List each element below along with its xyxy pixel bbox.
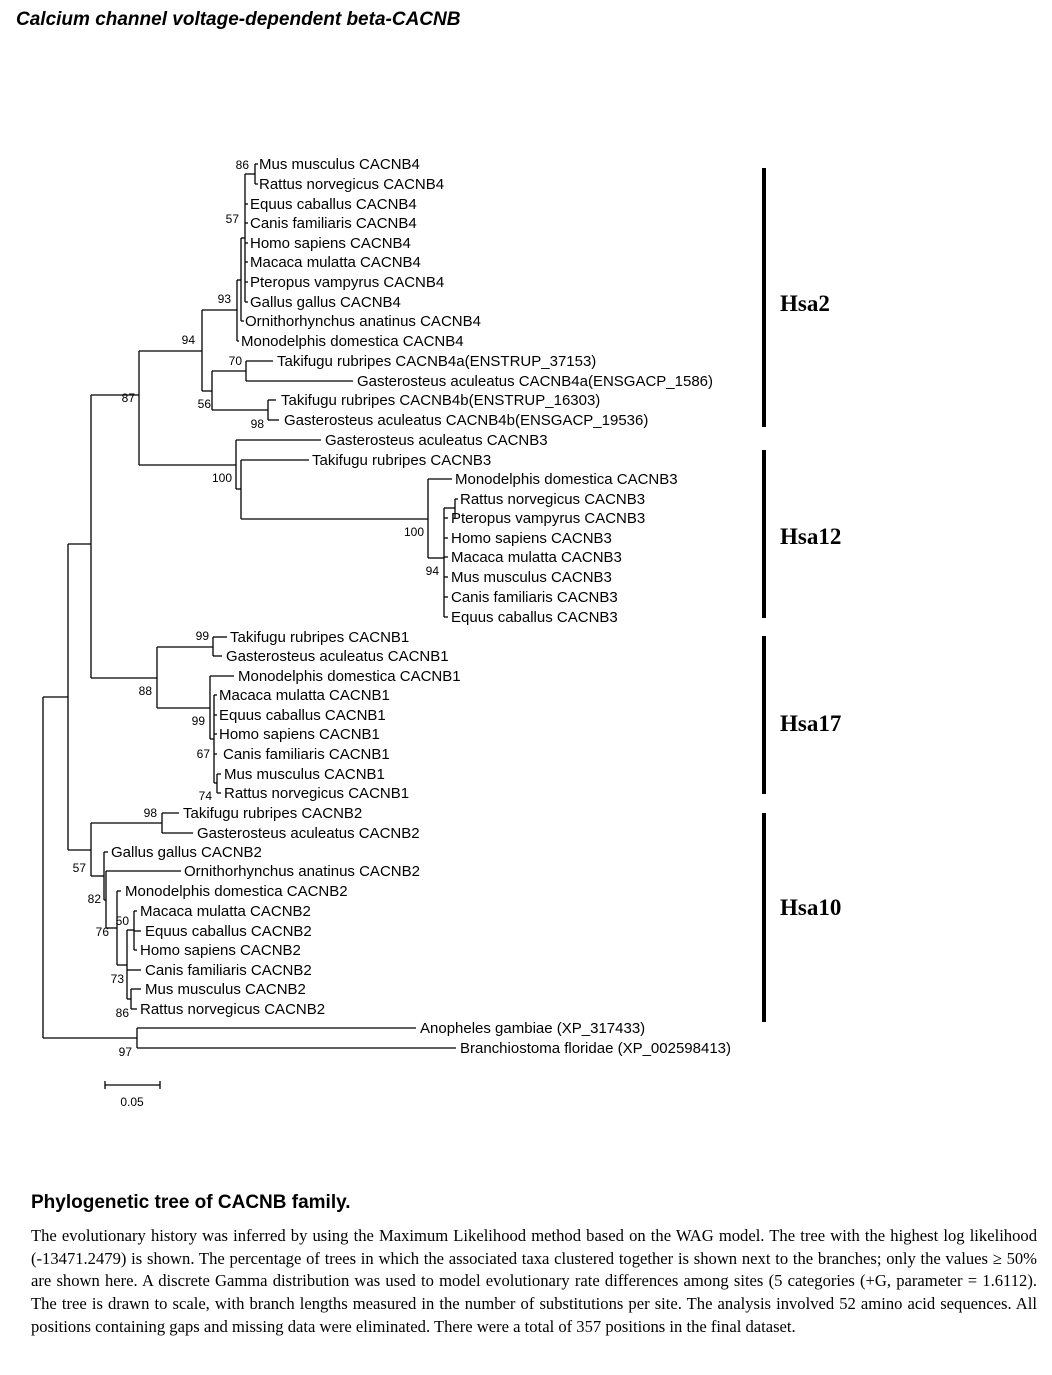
bootstrap-values: 86 57 93 70 98 56 94 94 100 100 87 99 74 67 99 88 98 50 86… <box>73 158 440 1059</box>
bootstrap-b1-all: 88 <box>139 684 153 698</box>
taxon-label-cacnb4-rattus: Rattus norvegicus CACNB4 <box>259 176 444 193</box>
bootstrap-b2-inner: 73 <box>111 972 125 986</box>
taxon-label-cacnb1-rattus: Rattus norvegicus CACNB1 <box>224 785 409 802</box>
bootstrap-b4-mus-rattus: 86 <box>236 158 250 172</box>
taxon-label-cacnb4-canis: Canis familiaris CACNB4 <box>250 215 417 232</box>
taxon-label-cacnb2-equus: Equus caballus CACNB2 <box>145 923 312 940</box>
taxon-label-cacnb4-gallus: Gallus gallus CACNB4 <box>250 294 401 311</box>
bootstrap-b4-mammals: 57 <box>226 212 240 226</box>
taxon-label-cacnb2-ornithorhynchus: Ornithorhynchus anatinus CACNB2 <box>184 863 420 880</box>
group-label-hsa17: Hsa17 <box>780 711 841 736</box>
taxon-label-cacnb4b-takifugu: Takifugu rubripes CACNB4b(ENSTRUP_16303) <box>281 392 600 409</box>
taxon-label-cacnb4-homo: Homo sapiens CACNB4 <box>250 235 411 252</box>
taxon-label-cacnb3-pteropus: Pteropus vampyrus CACNB3 <box>451 510 645 527</box>
bootstrap-b2-mus-rattus: 86 <box>116 1006 130 1020</box>
taxon-label-cacnb3-equus: Equus caballus CACNB3 <box>451 609 618 626</box>
taxon-label-cacnb2-rattus: Rattus norvegicus CACNB2 <box>140 1001 325 1018</box>
tree-branches <box>42 163 458 1049</box>
bootstrap-b4-all: 94 <box>182 333 196 347</box>
taxon-label-cacnb2-mus: Mus musculus CACNB2 <box>145 981 306 998</box>
bootstrap-b3-inner: 94 <box>426 564 440 578</box>
taxon-label-cacnb4-macaca: Macaca mulatta CACNB4 <box>250 254 421 271</box>
bootstrap-outgroup: 97 <box>119 1045 133 1059</box>
taxon-label-cacnb4-mus: Mus musculus CACNB4 <box>259 156 420 173</box>
bootstrap-b3-all: 100 <box>212 471 232 485</box>
taxon-label-cacnb3-homo: Homo sapiens CACNB3 <box>451 530 612 547</box>
taxon-label-cacnb1-gasterosteus: Gasterosteus aculeatus CACNB1 <box>226 648 449 665</box>
taxon-label-cacnb1-mus: Mus musculus CACNB1 <box>224 766 385 783</box>
bootstrap-b1-mammals: 99 <box>192 714 206 728</box>
scale-bar: 0.05 <box>104 1081 161 1109</box>
taxon-label-cacnb3-monodelphis: Monodelphis domestica CACNB3 <box>455 471 678 488</box>
taxon-label-cacnb4b-gasterosteus: Gasterosteus aculeatus CACNB4b(ENSGACP_1… <box>284 412 648 429</box>
taxon-label-cacnb2-gallus: Gallus gallus CACNB2 <box>111 844 262 861</box>
taxon-label-cacnb2-gasterosteus: Gasterosteus aculeatus CACNB2 <box>197 825 420 842</box>
group-label-hsa2: Hsa2 <box>780 291 830 316</box>
taxon-label-cacnb4-monodelphis: Monodelphis domestica CACNB4 <box>241 333 464 350</box>
bootstrap-b4-tetrapods: 93 <box>218 292 232 306</box>
scale-bar-label: 0.05 <box>120 1095 144 1109</box>
taxon-label-cacnb3-gasterosteus: Gasterosteus aculeatus CACNB3 <box>325 432 548 449</box>
taxon-label-anopheles: Anopheles gambiae (XP_317433) <box>420 1020 645 1037</box>
page-title: Calcium channel voltage-dependent beta-C… <box>16 9 461 30</box>
bootstrap-b4a-fish: 70 <box>229 354 243 368</box>
figure-caption: Phylogenetic tree of CACNB family. The e… <box>31 1192 1037 1339</box>
group-label-hsa12: Hsa12 <box>780 524 841 549</box>
taxon-label-cacnb3-rattus: Rattus norvegicus CACNB3 <box>460 491 645 508</box>
taxon-label-cacnb4a-takifugu: Takifugu rubripes CACNB4a(ENSTRUP_37153) <box>277 353 596 370</box>
taxon-label-cacnb3-canis: Canis familiaris CACNB3 <box>451 589 618 606</box>
taxon-label-cacnb2-homo: Homo sapiens CACNB2 <box>140 942 301 959</box>
taxon-label-cacnb2-canis: Canis familiaris CACNB2 <box>145 962 312 979</box>
bootstrap-b4-fish-ab: 56 <box>198 397 212 411</box>
bootstrap-b4-b3: 87 <box>122 391 136 405</box>
group-label-hsa10: Hsa10 <box>780 895 841 920</box>
caption-title: Phylogenetic tree of CACNB family. <box>31 1192 351 1213</box>
taxon-label-cacnb2-macaca: Macaca mulatta CACNB2 <box>140 903 311 920</box>
taxon-label-branchiostoma: Branchiostoma floridae (XP_002598413) <box>460 1040 731 1057</box>
bootstrap-b2-macaca-equus: 50 <box>116 914 130 928</box>
taxon-label-cacnb1-equus: Equus caballus CACNB1 <box>219 707 386 724</box>
taxon-label-cacnb4-pteropus: Pteropus vampyrus CACNB4 <box>250 274 444 291</box>
taxon-label-cacnb3-macaca: Macaca mulatta CACNB3 <box>451 549 622 566</box>
taxon-label-cacnb3-takifugu: Takifugu rubripes CACNB3 <box>312 452 491 469</box>
bootstrap-b4b-fish: 98 <box>251 417 265 431</box>
taxon-label-cacnb4-ornithorhynchus: Ornithorhynchus anatinus CACNB4 <box>245 313 481 330</box>
taxon-label-cacnb1-monodelphis: Monodelphis domestica CACNB1 <box>238 668 461 685</box>
bootstrap-b1-inner: 67 <box>197 747 211 761</box>
taxon-label-cacnb1-canis: Canis familiaris CACNB1 <box>223 746 390 763</box>
bootstrap-b2-fish: 98 <box>144 806 158 820</box>
taxon-label-cacnb1-takifugu: Takifugu rubripes CACNB1 <box>230 629 409 646</box>
taxon-label-cacnb4-equus: Equus caballus CACNB4 <box>250 196 417 213</box>
bootstrap-b2-mammals: 76 <box>96 925 110 939</box>
taxon-label-cacnb2-monodelphis: Monodelphis domestica CACNB2 <box>125 883 348 900</box>
bootstrap-b1-fish: 99 <box>196 629 210 643</box>
taxon-label-cacnb4a-gasterosteus: Gasterosteus aculeatus CACNB4a(ENSGACP_1… <box>357 373 713 390</box>
taxon-label-cacnb1-homo: Homo sapiens CACNB1 <box>219 726 380 743</box>
caption-text: The evolutionary history was inferred by… <box>31 1226 1037 1336</box>
bootstrap-b3-mammals: 100 <box>404 525 424 539</box>
taxon-label-cacnb3-mus: Mus musculus CACNB3 <box>451 569 612 586</box>
taxon-label-cacnb2-takifugu: Takifugu rubripes CACNB2 <box>183 805 362 822</box>
bootstrap-b2-tetrapods: 82 <box>88 892 102 906</box>
bootstrap-b1-mus-rattus: 74 <box>199 789 213 803</box>
bootstrap-b2-all: 57 <box>73 861 87 875</box>
taxon-label-cacnb1-macaca: Macaca mulatta CACNB1 <box>219 687 390 704</box>
